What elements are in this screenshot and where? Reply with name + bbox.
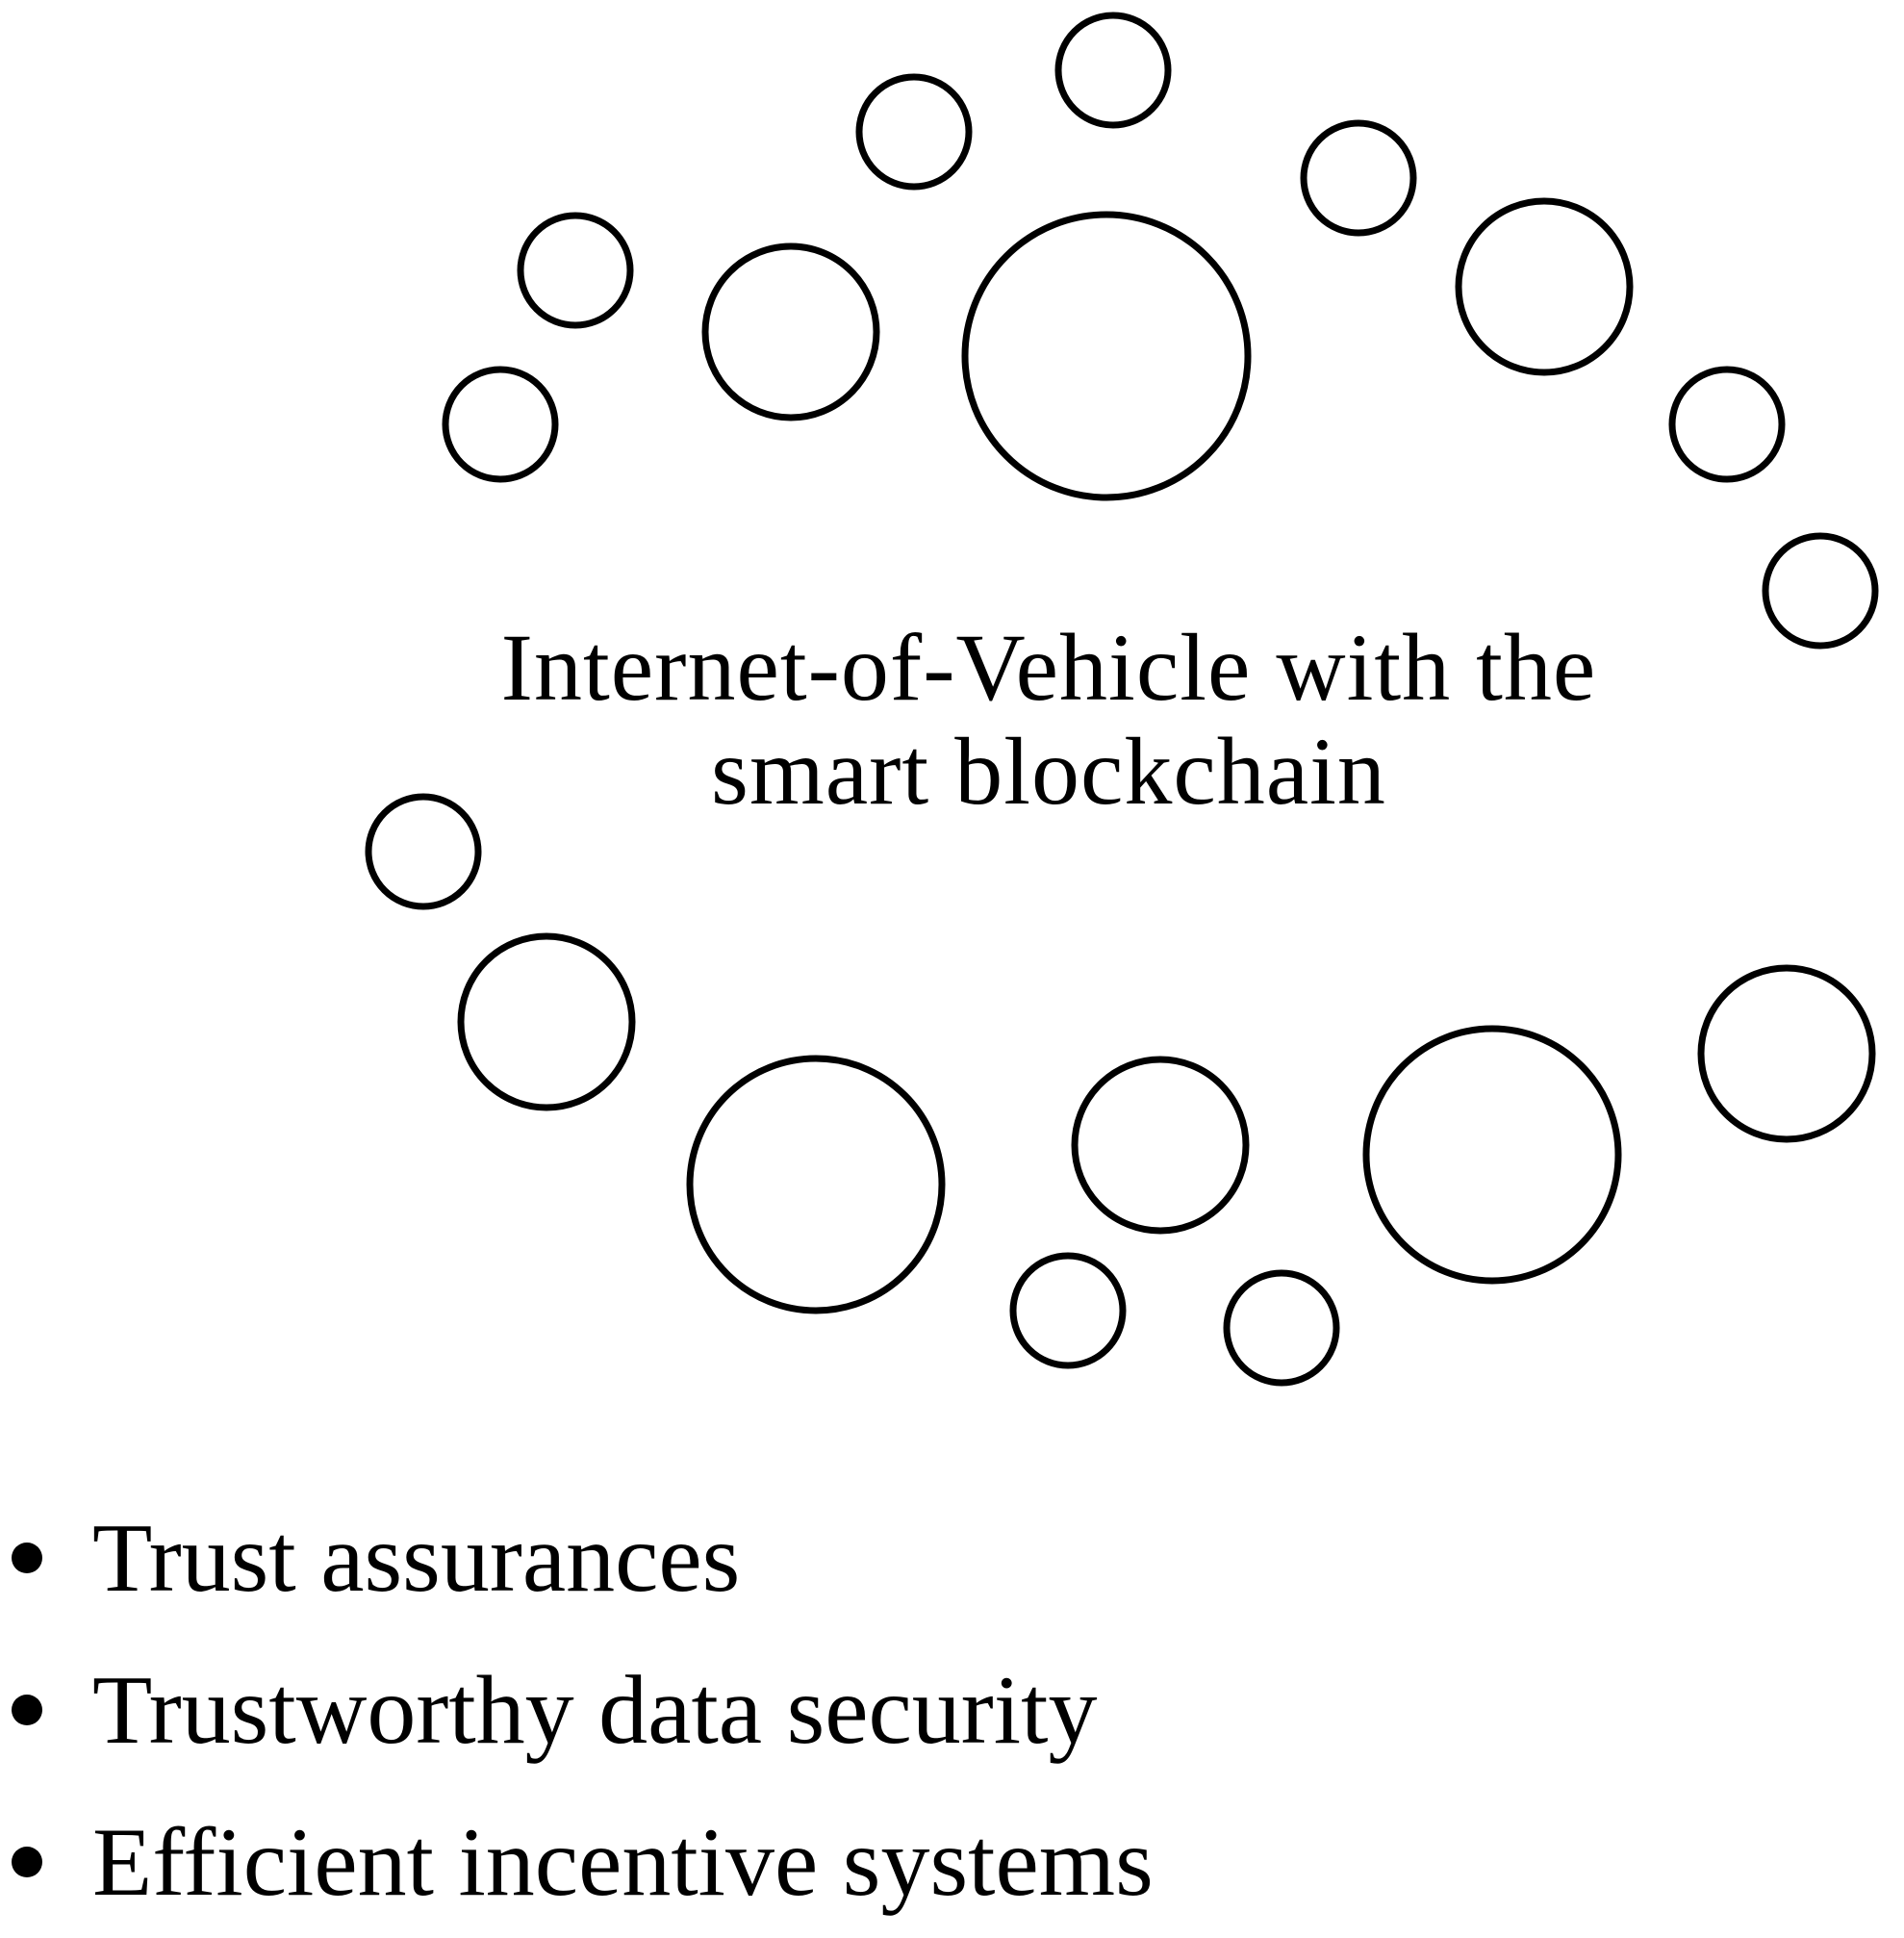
bullet-icon <box>12 1543 42 1573</box>
node-circle <box>442 366 559 483</box>
node-circle <box>1009 1252 1127 1369</box>
feature-item: Trust assurances <box>0 1482 1154 1634</box>
node-circle <box>1668 366 1786 483</box>
center-label-line-1: Internet-of-Vehicle with the <box>500 614 1597 721</box>
node-circle <box>1697 964 1876 1143</box>
node-circle <box>457 932 636 1111</box>
node-circle <box>365 793 482 910</box>
node-circle-large <box>1362 1025 1622 1285</box>
feature-label: Efficient incentive systems <box>92 1807 1154 1917</box>
feature-list: Trust assurances Trustworthy data securi… <box>0 1482 1154 1938</box>
bullet-icon <box>12 1847 42 1877</box>
node-circle <box>1455 197 1634 376</box>
node-circle <box>1071 1056 1250 1235</box>
center-label-line-2: smart blockchain <box>711 718 1386 825</box>
node-circle <box>1223 1269 1340 1387</box>
node-circle <box>517 212 634 329</box>
center-label: Internet-of-Vehicle with the smart block… <box>423 616 1674 824</box>
node-circle <box>1300 119 1417 237</box>
feature-item: Efficient incentive systems <box>0 1786 1154 1938</box>
node-circle-large <box>686 1055 946 1314</box>
node-circle <box>701 242 880 421</box>
node-circle <box>1762 532 1879 650</box>
node-circle <box>1054 12 1172 129</box>
bullet-icon <box>12 1695 42 1725</box>
feature-label: Trustworthy data security <box>92 1655 1098 1765</box>
node-circle <box>855 73 973 191</box>
node-circle-large <box>961 211 1252 501</box>
feature-label: Trust assurances <box>92 1503 741 1613</box>
feature-item: Trustworthy data security <box>0 1634 1154 1786</box>
